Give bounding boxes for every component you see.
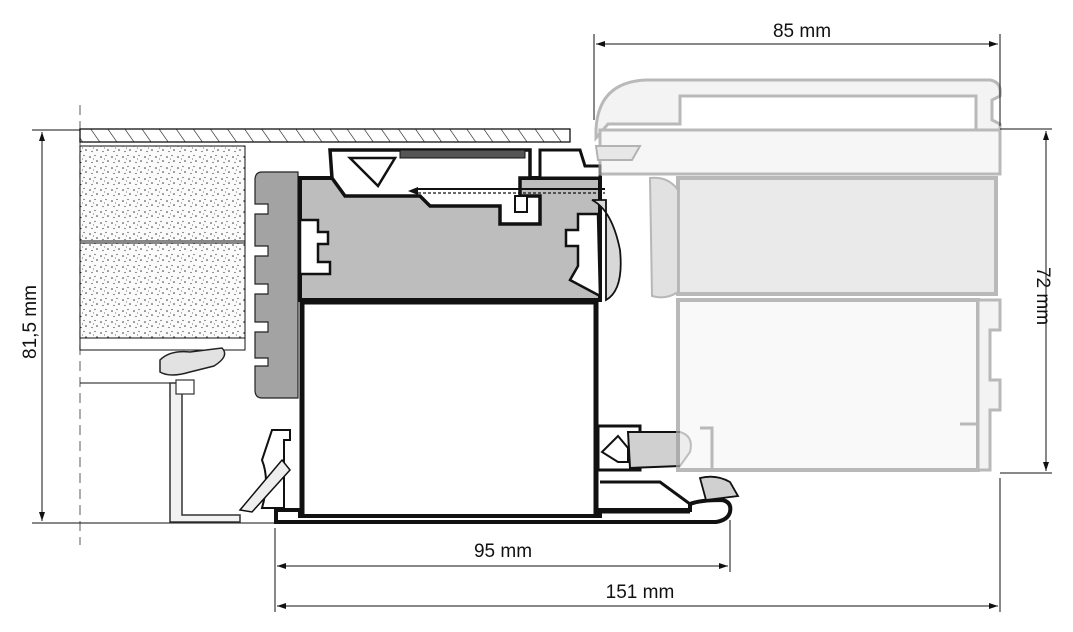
dim-label-81-5: 81,5 mm (20, 285, 41, 359)
insulation-upper (79, 145, 246, 242)
dim-label-72: 72 mm (1032, 267, 1053, 325)
dim-label-95: 95 mm (474, 541, 532, 562)
wall-connection-profile (159, 347, 241, 523)
outer-gasket-stack (254, 171, 299, 399)
insulation-lower (79, 242, 246, 339)
thermal-break-right (564, 212, 602, 299)
hatched-cover-plate (79, 128, 571, 143)
dim-label-85: 85 mm (773, 21, 831, 42)
wall-construction (79, 105, 571, 545)
dimension-lines (32, 34, 1052, 612)
bottom-base-plate (274, 497, 733, 524)
main-frame-profile (238, 148, 733, 524)
thermal-break-left (298, 218, 332, 276)
dim-label-151: 151 mm (606, 582, 675, 603)
ghost-sash-profile (594, 78, 1002, 472)
lower-hollow-chamber (299, 299, 599, 521)
